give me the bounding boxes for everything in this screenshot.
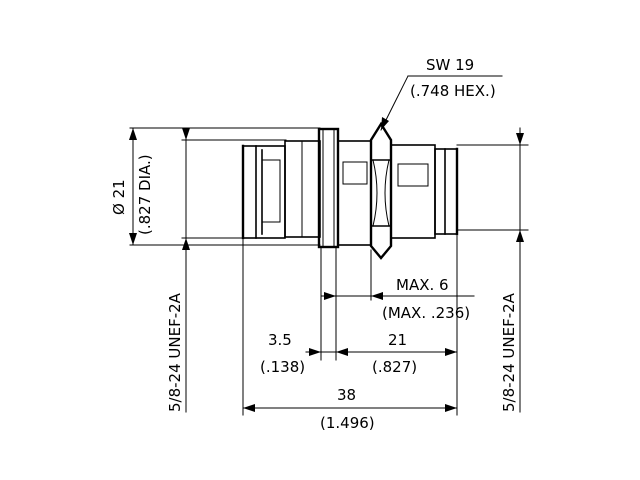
hex-nut [369,121,393,260]
thread-right-label: 5/8-24 UNEF-2A [500,292,518,412]
bulkhead-thread [337,140,372,246]
wrench-size-label: SW 19 [426,56,474,74]
diameter-inch-label: (.827 DIA.) [136,154,154,235]
body-dim-label: 21 [388,331,407,349]
hex-size-leader: SW 19 (.748 HEX.) [380,56,503,131]
right-thread-dimension: 5/8-24 UNEF-2A [500,127,524,413]
flange [317,127,340,249]
body-dimensions: 3.5 (.138) 21 (.827) [260,331,458,376]
max-panel-dimension: MAX. 6 (MAX. .236) [320,276,475,322]
connector-body [241,121,459,260]
diameter-label: Ø 21 [110,179,128,215]
diameter-dimension: Ø 21 (.827 DIA.) [110,127,154,246]
overall-dim-inch-label: (1.496) [320,414,375,432]
body-dim-inch-label: (.827) [372,358,417,376]
right-thread [390,144,436,239]
extension-lines [129,127,529,416]
overall-dim-label: 38 [337,386,356,404]
max-panel-inch-label: (MAX. .236) [382,304,470,322]
thread-left-label: 5/8-24 UNEF-2A [166,292,184,412]
wrench-size-inch-label: (.748 HEX.) [410,82,496,100]
max-panel-label: MAX. 6 [396,276,449,294]
flange-dim-inch-label: (.138) [260,358,305,376]
flange-dim-label: 3.5 [268,331,292,349]
right-end [434,148,458,235]
left-thread-dimension: 5/8-24 UNEF-2A [166,127,190,413]
overall-dimension: 38 (1.496) [242,386,458,432]
